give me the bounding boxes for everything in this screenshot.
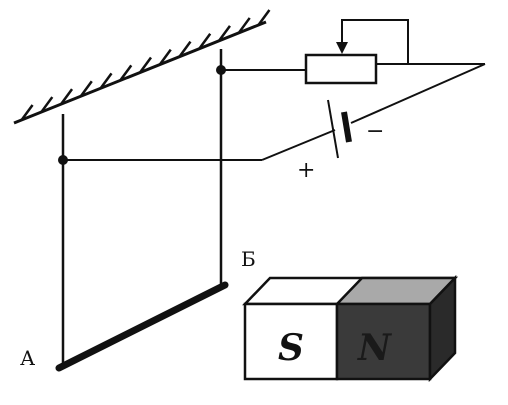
hatch-mark <box>138 56 153 74</box>
hatch-mark <box>40 96 54 113</box>
conductor-rod <box>55 281 229 372</box>
ceiling <box>13 9 271 125</box>
north-pole-face <box>335 302 432 381</box>
hatch-mark <box>20 104 34 121</box>
circuit-wires <box>63 19 486 161</box>
junction-left <box>58 155 68 165</box>
pole-n-label: N <box>357 327 393 369</box>
ceiling-hatching <box>20 9 271 121</box>
hatch-mark <box>198 33 212 50</box>
pole-s-label: S <box>278 327 304 369</box>
plus-sign: + <box>297 158 315 183</box>
hatch-mark <box>237 17 251 34</box>
junction-right <box>216 65 226 75</box>
rheostat-slider-arrow <box>336 42 348 54</box>
wire-to-battery <box>261 129 336 161</box>
rheostat-body <box>304 53 378 85</box>
label-point-b: Б <box>241 247 256 271</box>
hatch-mark <box>178 40 192 58</box>
magnet-side <box>428 274 457 383</box>
label-point-a: А <box>20 346 35 370</box>
hatch-mark <box>158 48 172 66</box>
hatch-mark <box>119 64 133 82</box>
wire-from-rheostat <box>375 63 485 70</box>
hatch-mark <box>99 72 113 90</box>
hatch-mark <box>257 9 271 26</box>
hatch-mark <box>217 25 231 42</box>
hatch-mark <box>79 80 93 97</box>
magnet: S N <box>242 274 458 383</box>
rheostat-slider-wire <box>341 19 409 64</box>
rheostat <box>304 42 378 85</box>
battery-long-plate <box>327 99 339 159</box>
battery-short-plate <box>341 111 352 143</box>
minus-sign: − <box>366 119 384 144</box>
wire-from-battery <box>350 63 486 124</box>
suspension-wires <box>61 49 223 366</box>
hatch-mark <box>60 88 74 105</box>
battery: + − <box>297 99 384 183</box>
